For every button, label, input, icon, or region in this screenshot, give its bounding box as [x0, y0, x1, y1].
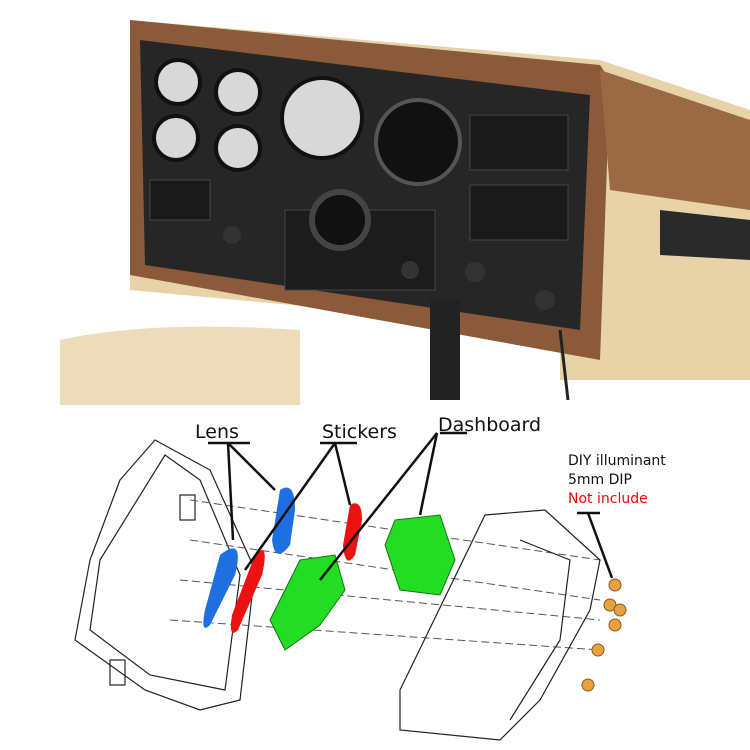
label-lens: Lens [195, 421, 239, 443]
lens-right [272, 487, 295, 554]
dashboard-photo [60, 20, 750, 405]
label-stickers: Stickers [322, 421, 397, 443]
dashboard-part-left [269, 554, 346, 651]
gauges [152, 58, 364, 172]
illuminant-note: DIY illuminant 5mm DIP Not include [568, 452, 666, 509]
gauge-panel [140, 40, 590, 330]
tachometer [374, 98, 462, 186]
rear-housing [399, 509, 601, 741]
not-included-warning: Not include [568, 491, 648, 507]
leader-lines [208, 431, 614, 581]
illuminant-line2: 5mm DIP [568, 472, 632, 488]
exploded-diagram [74, 431, 627, 741]
sticker-left [230, 550, 265, 633]
lens-left [203, 548, 238, 628]
air-vent [469, 114, 569, 171]
illuminant-line1: DIY illuminant [568, 453, 666, 469]
label-dashboard: Dashboard [438, 414, 542, 436]
ignition-knob [309, 189, 371, 251]
led-bulbs [581, 578, 627, 692]
dashboard-part-right [384, 514, 456, 596]
